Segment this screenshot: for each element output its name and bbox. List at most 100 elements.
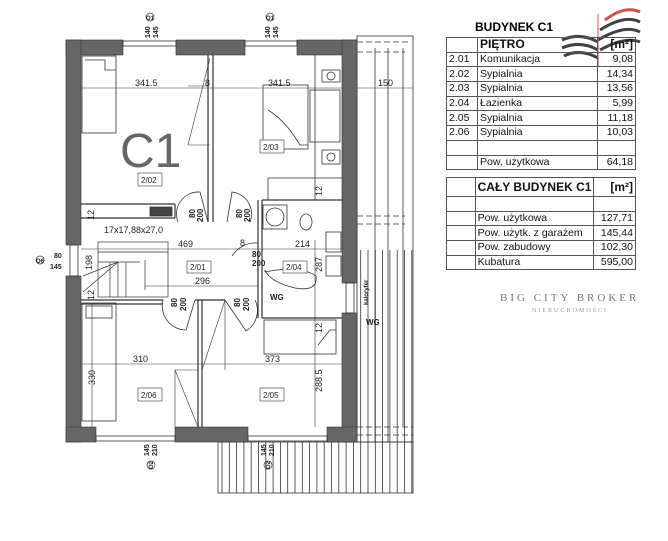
table-total-row: Pow, użytkowa 64,18: [446, 154, 636, 171]
dim-bath-height: 287: [314, 257, 324, 272]
bath-label: WG: [270, 293, 284, 302]
dim-wall-8a: 8: [205, 78, 210, 88]
cell-name: Pow. użytkowa: [474, 210, 595, 227]
cell-area: 11,18: [597, 110, 636, 127]
cell-id: 2.03: [446, 81, 478, 97]
dim-wall-12b: 12: [314, 186, 324, 196]
dim-hall: 469: [178, 239, 193, 249]
window-mark: O2: [149, 460, 155, 469]
building-title: BUDYNEK C1: [475, 20, 554, 34]
dim-terrace: 150: [378, 78, 393, 88]
cell-value: 127,71: [593, 210, 636, 227]
cell-name: Sypialnia: [477, 66, 598, 83]
cell-area: 14,34: [597, 66, 636, 83]
terrace: [217, 35, 414, 494]
windows: [69, 40, 355, 442]
window-width: 80: [54, 253, 62, 260]
room-label-2-01: 2/01: [190, 263, 206, 272]
cell-area: 9,08: [597, 51, 636, 68]
cell-area: 10,03: [597, 125, 636, 141]
door-width-label: 80: [170, 298, 179, 307]
cell-value: 102,30: [593, 240, 636, 256]
cell-name: Sypialnia: [477, 81, 598, 97]
window-height: 145: [50, 264, 62, 271]
cell-name: Kubatura: [474, 254, 595, 271]
cell-name: Sypialnia: [477, 125, 598, 141]
window-width: 145: [144, 444, 151, 456]
window-height: 145: [273, 26, 280, 38]
cell-value: 595,00: [593, 254, 636, 271]
dim-wall-12a: 12: [86, 210, 96, 220]
room-label-2-02: 2/02: [141, 176, 157, 185]
door-width-label: 80: [188, 209, 197, 218]
window-markers: O1 140 145 O1 140 145 O2 145 210 O2 145 …: [35, 12, 280, 470]
window-height: 145: [153, 26, 160, 38]
cell-name: Komunikacja: [477, 51, 598, 68]
dim-bottom-left: 310: [133, 354, 148, 364]
dim-bath-width: 214: [295, 239, 310, 249]
cell-area: 5,99: [597, 95, 636, 112]
dim-stair-height: 198: [84, 255, 94, 270]
wg-label: WG: [366, 318, 380, 327]
cell-area: 13,56: [597, 81, 636, 97]
dim-wall-12c: 12: [86, 290, 96, 300]
window-height: 210: [269, 444, 276, 456]
door-height-label: 200: [252, 259, 266, 268]
table-unit: [m²]: [597, 37, 636, 53]
kaloryfer-label: kaloryfer: [364, 279, 370, 305]
terrace-slats: [221, 250, 413, 493]
stairs: [82, 241, 169, 298]
cell-name: Pow. użytk. z garażem: [474, 225, 595, 242]
door-height-label: 200: [242, 297, 251, 311]
cell-id: 2.02: [446, 66, 478, 83]
window-mark: O1: [266, 16, 275, 22]
dim-top-left: 341.5: [135, 78, 158, 88]
window-width: 145: [261, 444, 268, 456]
dimension-lines: [81, 87, 413, 427]
cell-name: Pow. zabudowy: [474, 240, 595, 256]
door-height-label: 200: [243, 208, 252, 222]
dim-stairs: 17x17,88x27,0: [104, 225, 163, 235]
window-mark: O6: [36, 259, 45, 265]
cell-id: 2.04: [446, 95, 478, 112]
table-header: CAŁY BUDYNEK C1: [474, 177, 595, 197]
total-label: Pow, użytkowa: [477, 154, 598, 171]
partitions: [81, 55, 342, 428]
room-labels: [137, 139, 308, 402]
dim-top-right: 341.5: [268, 78, 291, 88]
window-width: 140: [145, 26, 152, 38]
total-value: 64,18: [597, 154, 636, 171]
furniture: [81, 55, 342, 422]
cell-name: Sypialnia: [477, 110, 598, 127]
table-header-row: PIĘTRO [m²]: [446, 37, 636, 53]
door-height-label: 200: [179, 297, 188, 311]
room-label-2-04: 2/04: [286, 263, 302, 272]
window-height: 210: [152, 444, 159, 456]
walls: [65, 39, 358, 443]
room-label-2-06: 2/06: [141, 391, 157, 400]
door-width-label: 80: [233, 298, 242, 307]
window-mark: O2: [266, 460, 272, 469]
dim-hall-lower: 296: [195, 276, 210, 286]
cell-id: 2.06: [446, 125, 478, 141]
logo-text: BIG CITY BROKER: [500, 292, 640, 304]
door-height-label: 200: [196, 208, 205, 222]
door-labels: 80 200 80 200 80 200 80 200 80 200 WG WG…: [170, 208, 380, 327]
dim-bottom-right: 373: [265, 354, 280, 364]
dim-wall-12d: 12: [314, 323, 324, 333]
cell-id: 2.05: [446, 110, 478, 127]
dim-left-height: 330: [87, 370, 97, 385]
table-header: PIĘTRO: [477, 37, 598, 53]
